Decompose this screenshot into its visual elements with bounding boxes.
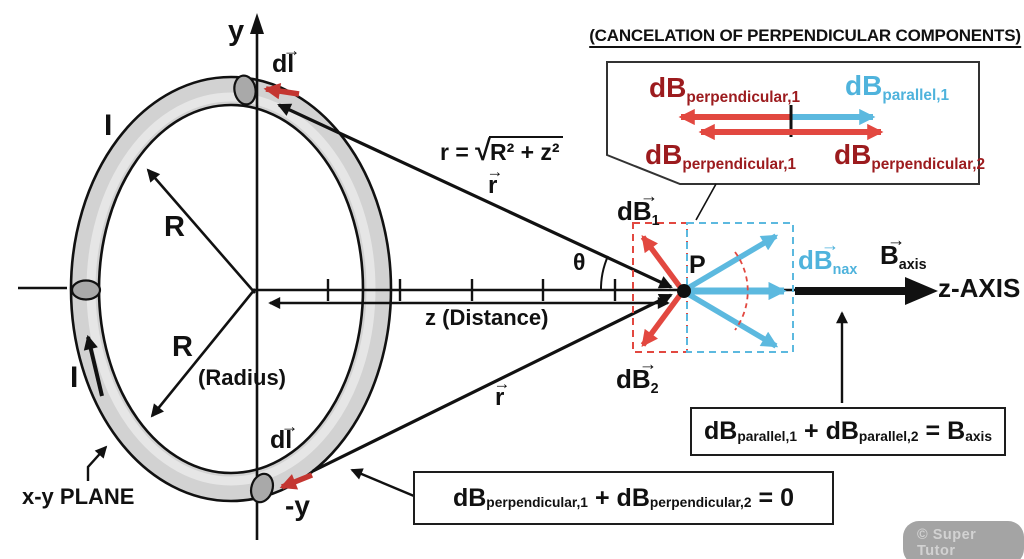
theta-arc <box>599 255 609 292</box>
B-axis-label: →Baxis <box>880 230 927 273</box>
r-vector-lines <box>277 103 673 473</box>
current-label-lower: I <box>70 361 79 394</box>
inset-callout-box <box>606 61 980 221</box>
parallel-component-dashed-box <box>686 222 794 353</box>
theta-label: θ <box>573 249 586 275</box>
r-equation-label: r = √R² + z² <box>440 135 563 167</box>
inset-label-dB-perpendicular-1-top: dBperpendicular,1 <box>649 72 801 107</box>
inset-component-arrows <box>678 105 884 141</box>
vector-arrow-icon: → <box>280 415 299 436</box>
vector-arrow-icon: → <box>486 161 504 181</box>
vector-arrow-icon: → <box>282 39 301 60</box>
perpendicular-box-pointer-arrow <box>350 468 415 498</box>
radius-label-upper: R <box>164 211 185 243</box>
r-vector-top-label: →r <box>486 161 504 199</box>
vector-arrow-icon: → <box>886 230 906 251</box>
vector-arrow-icon: → <box>638 354 658 375</box>
r-vector-bottom-label: →r <box>493 373 511 411</box>
y-axis-line <box>250 13 264 540</box>
xy-plane-label: x-y PLANE <box>22 484 135 509</box>
inset-label-dB-parallel-1: dBparallel,1 <box>845 70 950 105</box>
perpendicular-component-dashed-box <box>632 222 688 353</box>
inset-label-dB-perpendicular-1-bottom: dBperpendicular,1 <box>645 139 797 174</box>
B-axis-arrow <box>795 277 938 305</box>
dB1-label: →dB1 <box>617 186 660 229</box>
inset-title: (CANCELATION OF PERPENDICULAR COMPONENTS… <box>589 27 1021 48</box>
z-axis-label: z-AXIS <box>938 273 1021 303</box>
current-direction-arrow <box>83 334 104 397</box>
neg-y-axis-label: -y <box>285 490 310 521</box>
watermark-badge: © Super Tutor <box>903 521 1024 559</box>
dl-top-label: →dl <box>272 39 301 78</box>
vector-arrow-icon: → <box>639 186 659 207</box>
inset-label-dB-perpendicular-2: dBperpendicular,2 <box>834 139 986 174</box>
sqrt-icon: √ <box>475 135 491 167</box>
dl-arrows <box>263 82 314 490</box>
radius-arrows <box>146 168 257 418</box>
point-p-dot <box>677 284 691 298</box>
xy-plane-callout-arrow <box>86 445 108 481</box>
current-label-upper: I <box>104 109 113 142</box>
y-axis-label: y <box>228 15 245 47</box>
wire-cross-sections <box>70 74 275 504</box>
dB-perpendicular-arrows <box>640 235 686 347</box>
dB-parallel-arrows <box>681 233 787 349</box>
dB-nax-label: →dBnax <box>798 235 858 278</box>
dl-bottom-label: →dl <box>270 415 299 454</box>
z-distance-label: z (Distance) <box>425 305 549 330</box>
dB2-label: →dB2 <box>616 354 659 397</box>
vector-arrow-icon: → <box>493 373 511 393</box>
radius-label-lower: R <box>172 331 193 363</box>
point-p-label: P <box>689 251 706 279</box>
radius-caption: (Radius) <box>198 365 286 390</box>
angle-dashed-arc <box>734 251 749 331</box>
vector-arrow-icon: → <box>820 235 840 256</box>
